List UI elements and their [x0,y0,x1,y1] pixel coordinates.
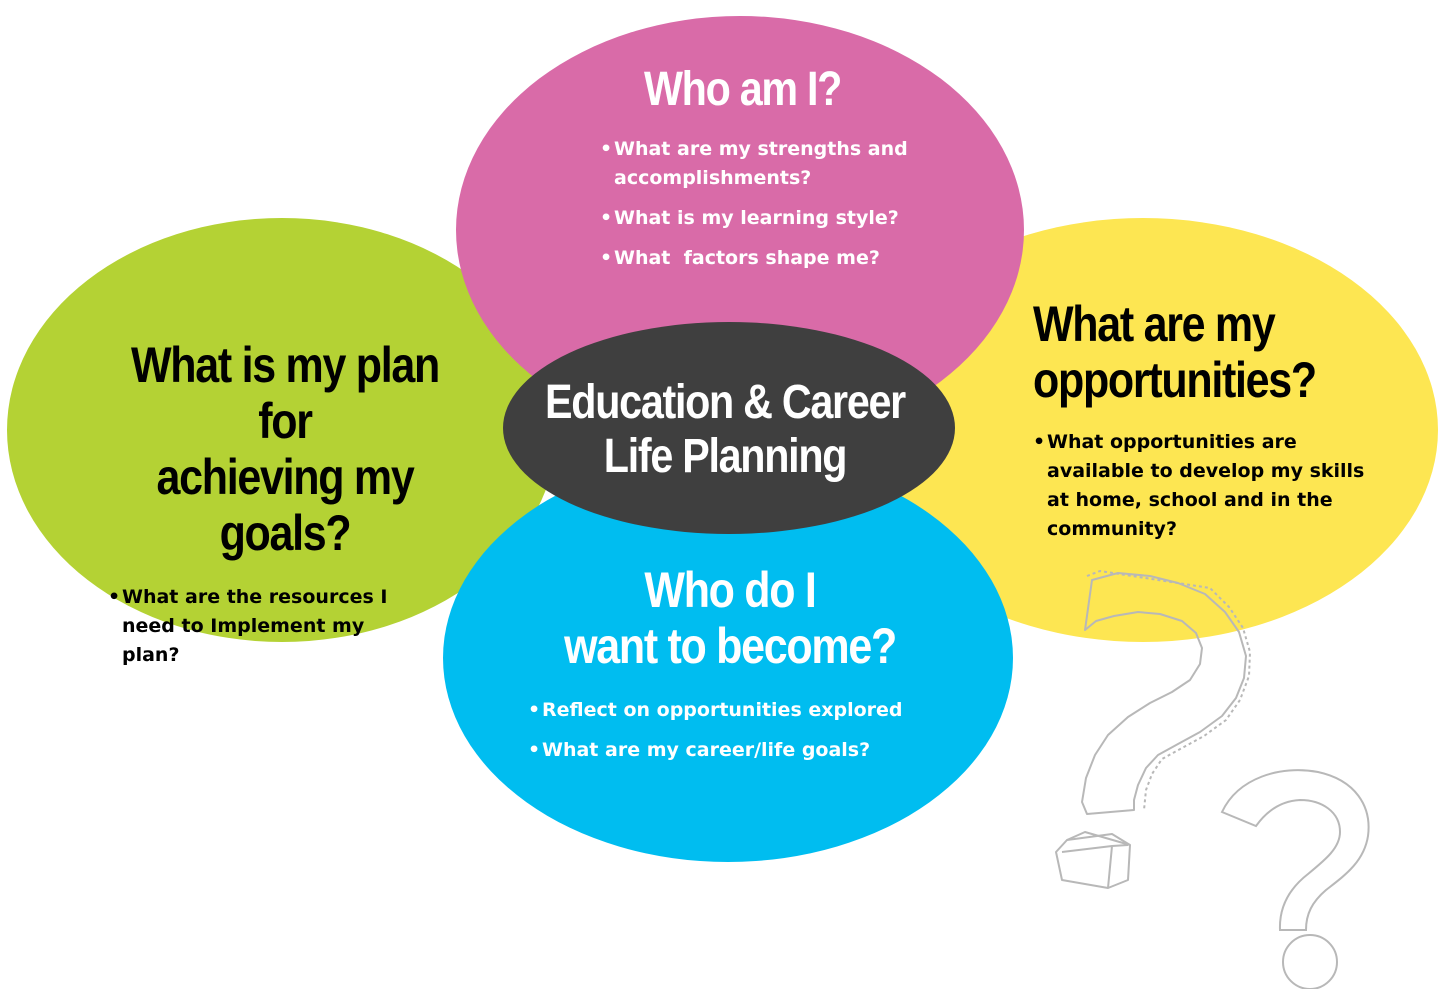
question-mark-icon [1055,570,1251,889]
small-question-mark-icon [1220,769,1370,989]
pink-ellipse [456,16,1024,444]
plan-title: What is my plan for achieving my goals? [109,337,462,561]
center-section: Education & Career Life Planning [515,376,935,484]
list-item: •What is my learning style? [600,204,960,233]
opportunities-title-line-2: opportunities? [1033,352,1317,408]
opportunities-section: What are my opportunities? •What opportu… [1033,296,1393,544]
bullet-icon: • [108,586,121,608]
bullet-icon: • [528,739,541,761]
plan-list: •What are the resources I need to Implem… [108,583,490,670]
list-item: •Reflect on opportunities explored [528,696,940,725]
green-ellipse [7,218,557,642]
opportunities-title-line-1: What are my [1033,296,1276,352]
yellow-ellipse [848,218,1438,642]
become-title-line-1: Who do I [644,562,816,618]
plan-title-line-1: What is my plan for [131,337,440,449]
plan-title-line-2: achieving my goals? [156,449,415,561]
center-title: Education & Career Life Planning [544,376,906,484]
bullet-icon: • [600,247,613,269]
list-item: •What are the resources I need to Implem… [108,583,422,670]
bullet-icon: • [600,138,613,160]
become-title: Who do I want to become? [549,562,910,674]
list-item: •What factors shape me? [600,244,960,273]
bullet-icon: • [600,207,613,229]
plan-section: What is my plan for achieving my goals? … [80,337,490,681]
bullet-icon: • [528,699,541,721]
blue-ellipse [443,454,1013,862]
list-item: •What opportunities are available to dev… [1033,428,1377,544]
become-section: Who do I want to become? •Reflect on opp… [520,562,940,776]
list-item: •What are my career/life goals? [528,736,940,765]
center-title-line-1: Education & Career [545,376,906,429]
list-item: •What are my strengths and accomplishmen… [600,135,960,193]
who-am-i-title: Who am I? [644,63,842,116]
who-am-i-list: •What are my strengths and accomplishmen… [600,135,960,273]
opportunities-title: What are my opportunities? [1033,296,1343,408]
bullet-icon: • [1033,431,1046,453]
become-list: •Reflect on opportunities explored •What… [528,696,940,765]
center-title-line-2: Life Planning [603,430,848,483]
become-title-line-2: want to become? [564,618,897,674]
opportunities-list: •What opportunities are available to dev… [1033,428,1393,544]
who-am-i-section: Who am I? •What are my strengths and acc… [600,62,960,284]
center-ellipse [503,322,955,534]
